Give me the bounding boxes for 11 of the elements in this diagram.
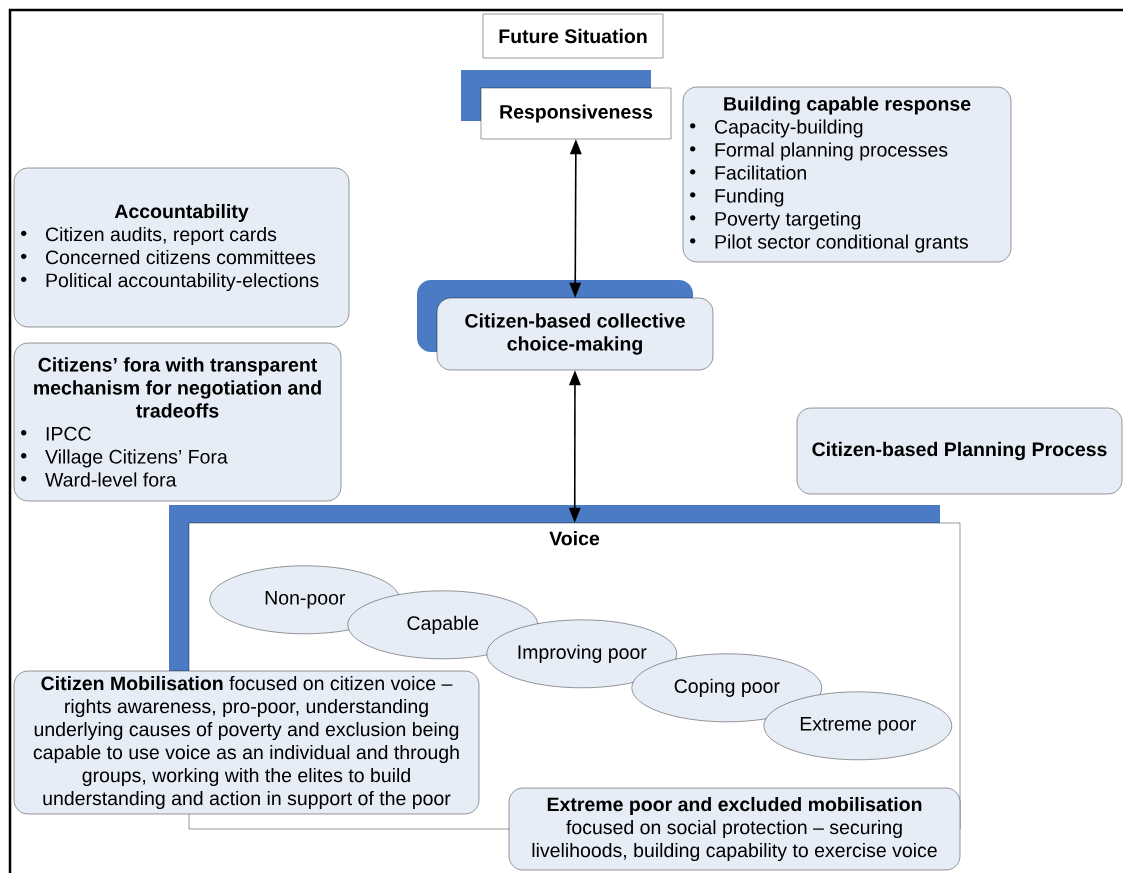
rounded-box: Accountability Citizen audits, report cards Concerned citizens committees Political accountability-elections (13, 167, 350, 328)
process-box: Citizen-based collective choice-making (436, 297, 714, 371)
arrow (569, 139, 582, 298)
rounded-box: Citizen-based Planning Process (796, 407, 1123, 495)
rounded-box: Citizen Mobilisation focused on citizen voice – rights awareness, pro-poor, understanding underlying causes of poverty and exclusion being capable to use voice as an individual and through groups, working with the elites to build understanding and action in support of the poor (13, 670, 480, 815)
rounded-box: Extreme poor and excluded mobilisation focused on social protection – securing livelihoods, building capability to exercise voice (508, 787, 961, 871)
arrow (568, 370, 581, 523)
heading-box: Future Situation (482, 13, 664, 59)
process-box: Responsiveness (480, 87, 672, 140)
rounded-box: Citizens’ fora with transparent mechanism for negotiation and tradeoffs IPCC Village Citizens’ Fora Ward-level fora (13, 342, 342, 502)
rounded-box: Building capable response Capacity-building Formal planning processes Facilitation Funding Poverty targeting Pilot sector conditional grants (682, 86, 1012, 263)
